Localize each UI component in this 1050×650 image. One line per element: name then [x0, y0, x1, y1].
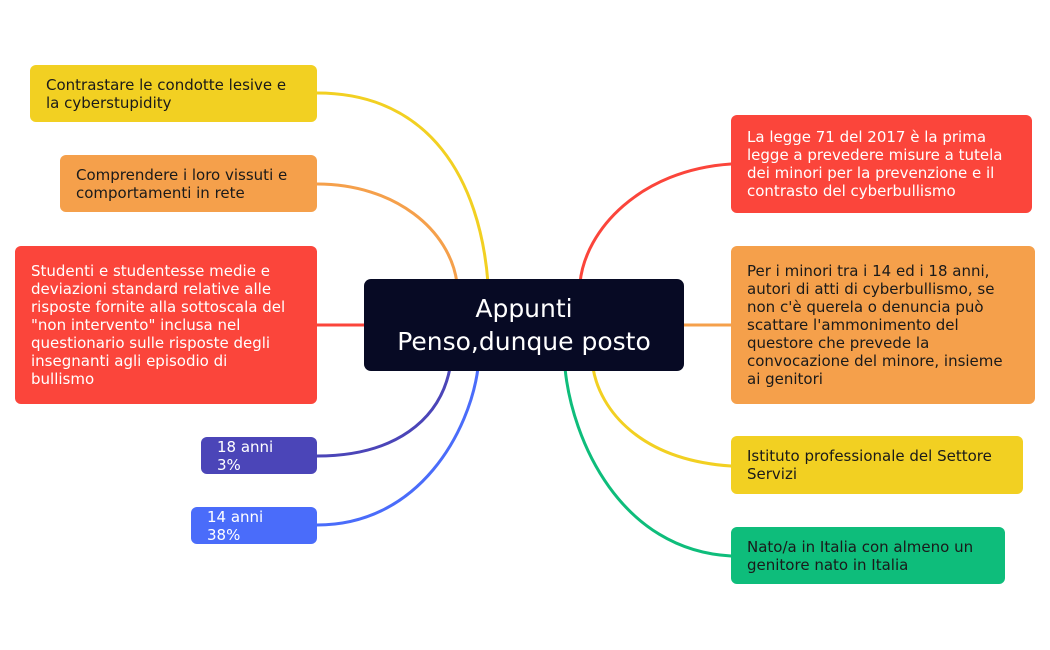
- topic-legge-71[interactable]: La legge 71 del 2017 è la prima legge a …: [731, 115, 1032, 213]
- connector-left-1: [315, 91, 490, 285]
- topic-14-anni[interactable]: 14 anni 38%: [191, 507, 317, 544]
- topic-studenti-deviazioni[interactable]: Studenti e studentesse medie e deviazion…: [15, 246, 317, 404]
- central-topic[interactable]: Appunti Penso,dunque posto: [364, 279, 684, 371]
- topic-18-anni[interactable]: 18 anni 3%: [201, 437, 317, 474]
- connector-left-2: [315, 182, 459, 285]
- topic-nato-in-italia[interactable]: Nato/a in Italia con almeno un genitore …: [731, 527, 1005, 584]
- connector-right-3: [591, 366, 733, 468]
- topic-minori-ammonimento[interactable]: Per i minori tra i 14 ed i 18 anni, auto…: [731, 246, 1035, 404]
- connector-left-5: [315, 366, 480, 527]
- topic-contrastare-condotte[interactable]: Contrastare le condotte lesive e la cybe…: [30, 65, 317, 122]
- connector-left-4: [315, 366, 452, 458]
- connector-right-4: [563, 366, 733, 558]
- connector-right-1: [578, 162, 733, 285]
- topic-istituto-professionale[interactable]: Istituto professionale del Settore Servi…: [731, 436, 1023, 494]
- topic-comprendere-vissuti[interactable]: Comprendere i loro vissuti e comportamen…: [60, 155, 317, 212]
